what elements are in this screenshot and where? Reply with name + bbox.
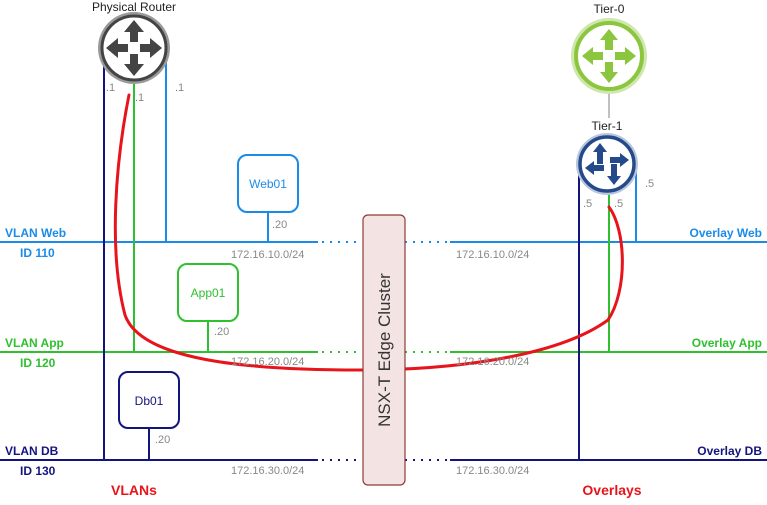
- vlan-app-subnet: 172.16.20.0/24: [231, 356, 304, 368]
- vlan-web-id: ID 110: [20, 246, 55, 260]
- tier0-label: Tier-0: [594, 2, 625, 16]
- db01-vm[interactable]: Db01: [118, 371, 180, 429]
- app01-ip: .20: [214, 326, 229, 338]
- web01-ip: .20: [272, 219, 287, 231]
- edge-cluster[interactable]: NSX-T Edge Cluster: [362, 214, 406, 486]
- tier1-port-2: .5: [614, 198, 623, 210]
- tier0-router[interactable]: [571, 18, 647, 94]
- footer-vlans: VLANs: [111, 482, 157, 498]
- edge-cluster-label: NSX-T Edge Cluster: [375, 273, 394, 427]
- vlan-web-subnet: 172.16.10.0/24: [231, 249, 304, 261]
- tier1-router[interactable]: [576, 133, 638, 195]
- tier0-router-icon: [582, 29, 636, 83]
- app01-label: App01: [191, 286, 226, 300]
- physical-router-icon: [106, 20, 162, 76]
- db01-label: Db01: [135, 394, 164, 408]
- tier1-port-3: .5: [645, 178, 654, 190]
- overlay-web-name: Overlay Web: [690, 226, 762, 240]
- app01-vm[interactable]: App01: [177, 263, 239, 322]
- overlay-web-subnet: 172.16.10.0/24: [456, 249, 529, 261]
- vlan-db-name: VLAN DB: [5, 444, 59, 458]
- vlan-web-name: VLAN Web: [5, 226, 66, 240]
- web01-label: Web01: [249, 177, 287, 191]
- tier1-label: Tier-1: [592, 119, 623, 133]
- phys-port-2: .1: [135, 92, 144, 104]
- overlay-app-subnet: 172.16.20.0/24: [456, 356, 529, 368]
- web01-vm[interactable]: Web01: [237, 154, 299, 213]
- tier1-port-1: .5: [583, 198, 592, 210]
- overlay-db-subnet: 172.16.30.0/24: [456, 465, 529, 477]
- vlan-db-subnet: 172.16.30.0/24: [231, 465, 304, 477]
- traffic-path: [113, 93, 624, 372]
- phys-port-3: .1: [175, 82, 184, 94]
- physical-router[interactable]: [98, 12, 170, 84]
- db01-ip: .20: [155, 434, 170, 446]
- phys-port-1: .1: [106, 82, 115, 94]
- tier1-router-icon: [585, 143, 629, 185]
- overlay-db-name: Overlay DB: [697, 444, 762, 458]
- footer-overlays: Overlays: [582, 482, 641, 498]
- overlay-app-name: Overlay App: [692, 336, 762, 350]
- physical-router-label: Physical Router: [92, 0, 176, 14]
- vlan-db-id: ID 130: [20, 464, 56, 478]
- vlan-app-name: VLAN App: [5, 336, 64, 350]
- vlan-app-id: ID 120: [20, 356, 56, 370]
